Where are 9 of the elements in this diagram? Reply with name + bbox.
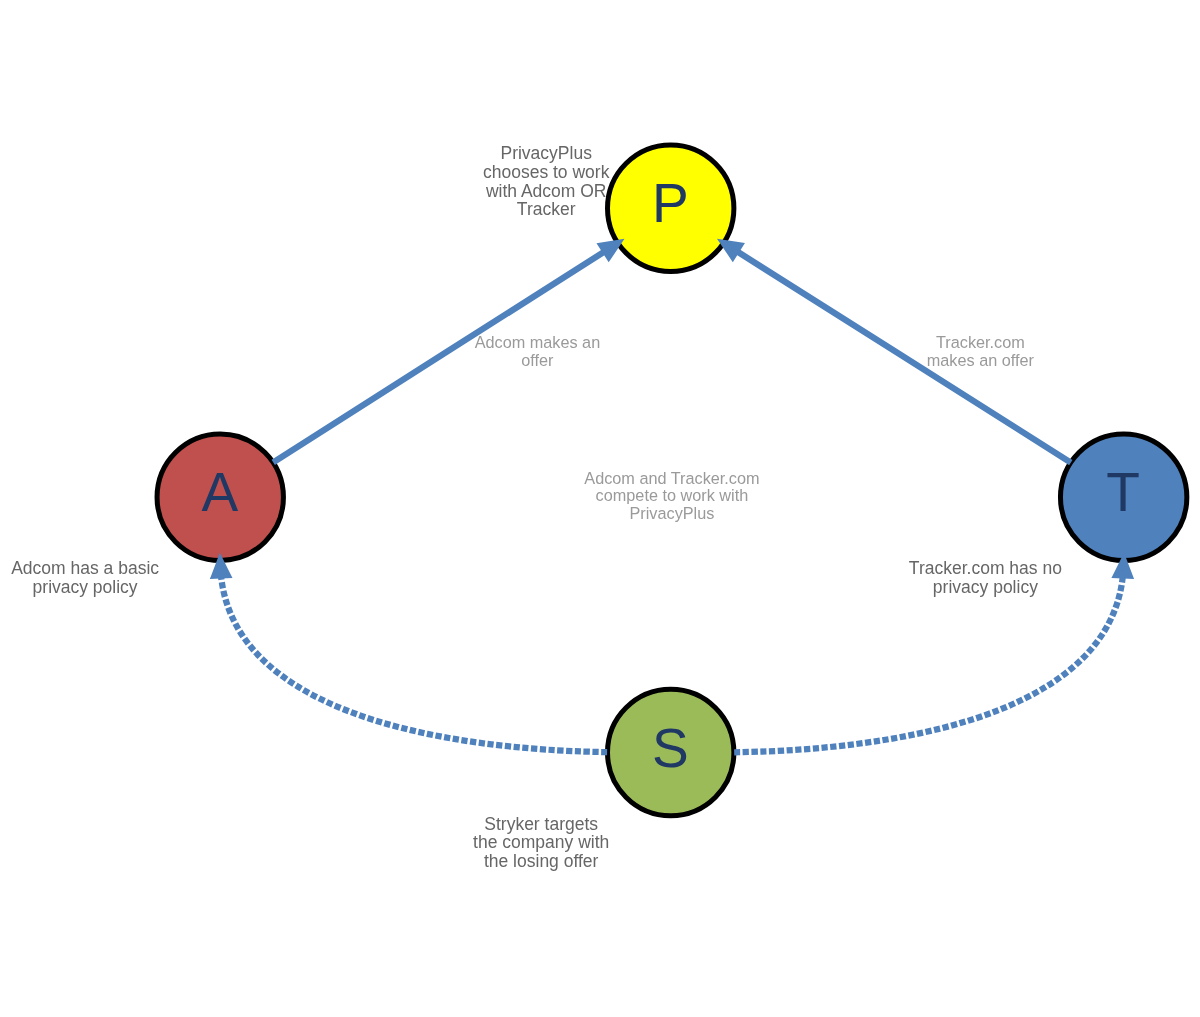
edge-label: Adcom makes an offer bbox=[474, 333, 601, 369]
arrow bbox=[716, 238, 1073, 466]
arrow bbox=[271, 238, 625, 465]
node-circle: T bbox=[1057, 431, 1190, 563]
label: Adcom and Tracker.com compete to work with PrivacyPlus bbox=[584, 468, 760, 523]
node-circle: A bbox=[154, 431, 286, 563]
edge-label: Tracker.com makes an offer bbox=[926, 333, 1034, 369]
arrow bbox=[209, 552, 608, 756]
node-circle: S bbox=[605, 686, 737, 819]
